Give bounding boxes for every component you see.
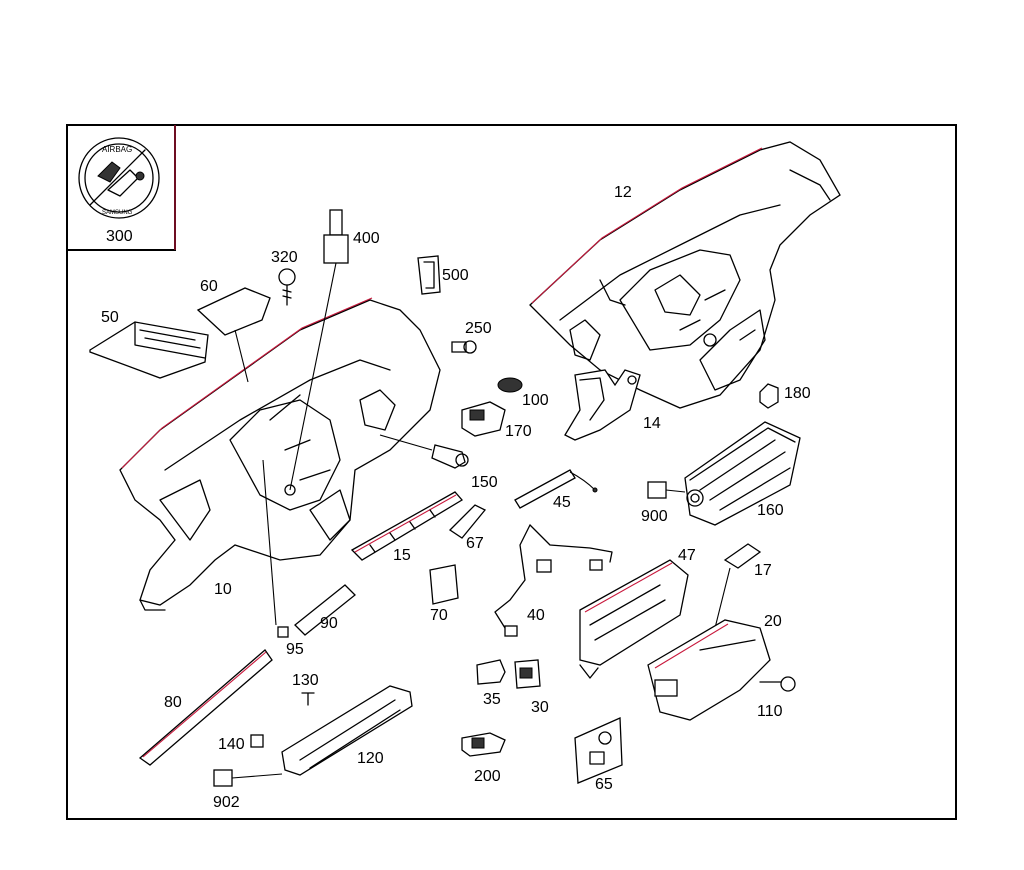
part-number-14: 14 (643, 415, 661, 432)
part-14-bracket (564, 369, 641, 441)
part-120-knee-airbag (281, 685, 413, 776)
part-number-95: 95 (286, 641, 304, 658)
part-900-connector (647, 481, 686, 499)
part-number-170: 170 (505, 423, 532, 440)
part-70-sleeve (429, 564, 459, 605)
part-65-switch-panel (574, 717, 623, 784)
part-number-50: 50 (101, 309, 119, 326)
part-number-15: 15 (393, 547, 411, 564)
part-200-switch (461, 732, 506, 757)
part-12-dashboard-carrier (529, 141, 841, 409)
part-67-clip (448, 504, 487, 539)
part-number-250: 250 (465, 320, 492, 337)
part-number-900: 900 (641, 508, 668, 525)
part-170-switch (461, 401, 506, 437)
part-100-rosette (497, 377, 523, 393)
part-40-tube-harness (494, 524, 613, 637)
part-number-180: 180 (784, 385, 811, 402)
part-number-320: 320 (271, 249, 298, 266)
part-60-cover (196, 287, 271, 383)
part-number-40: 40 (527, 607, 545, 624)
part-number-30: 30 (531, 699, 549, 716)
part-number-45: 45 (553, 494, 571, 511)
part-number-160: 160 (757, 502, 784, 519)
part-number-902: 902 (213, 794, 240, 811)
diagram-frame (66, 124, 957, 820)
part-number-130: 130 (292, 672, 319, 689)
part-35-switch (476, 659, 506, 685)
part-number-12: 12 (614, 184, 632, 201)
part-130-pin (301, 692, 315, 706)
part-number-65: 65 (595, 776, 613, 793)
part-110-screw (759, 676, 796, 692)
part-number-70: 70 (430, 607, 448, 624)
part-number-90: 90 (320, 615, 338, 632)
part-47-panel (579, 559, 689, 679)
part-number-200: 200 (474, 768, 501, 785)
part-50-module (89, 321, 209, 379)
part-number-35: 35 (483, 691, 501, 708)
part-number-20: 20 (764, 613, 782, 630)
part-150-plug (379, 434, 469, 469)
part-number-500: 500 (442, 267, 469, 284)
part-number-110: 110 (757, 703, 783, 720)
part-number-140: 140 (218, 736, 245, 753)
part-number-17: 17 (754, 562, 772, 579)
part-number-100: 100 (522, 392, 549, 409)
part-number-120: 120 (357, 750, 384, 767)
part-95-clip (262, 459, 289, 638)
part-400-lamp-socket (289, 209, 349, 491)
part-160-airbag-module (684, 421, 801, 526)
part-30-switch (514, 659, 541, 689)
badge-text-top: AIRBAG (102, 145, 132, 154)
part-number-10: 10 (214, 581, 232, 598)
part-number-80: 80 (164, 694, 182, 711)
part-140-clip (250, 734, 264, 748)
part-number-47: 47 (678, 547, 696, 564)
part-number-67: 67 (466, 535, 484, 552)
part-500-clip (417, 255, 441, 295)
part-20-glovebox (647, 619, 771, 721)
part-45-wire-strip (514, 469, 598, 509)
part-180-clip (759, 383, 779, 409)
inset-airbag-badge: AIRBAG SAMSUNG 300 (67, 124, 176, 251)
part-number-400: 400 (353, 230, 380, 247)
part-250-bolt (451, 340, 477, 354)
part-902-connector (213, 769, 283, 787)
badge-text-bottom: SAMSUNG (102, 210, 133, 216)
part-90-trim (294, 584, 356, 636)
inset-number: 300 (106, 228, 133, 245)
part-number-60: 60 (200, 278, 218, 295)
part-15-trim-strip (350, 491, 464, 561)
part-number-150: 150 (471, 474, 498, 491)
part-80-long-trim (138, 649, 273, 766)
part-320-screw (278, 268, 296, 306)
